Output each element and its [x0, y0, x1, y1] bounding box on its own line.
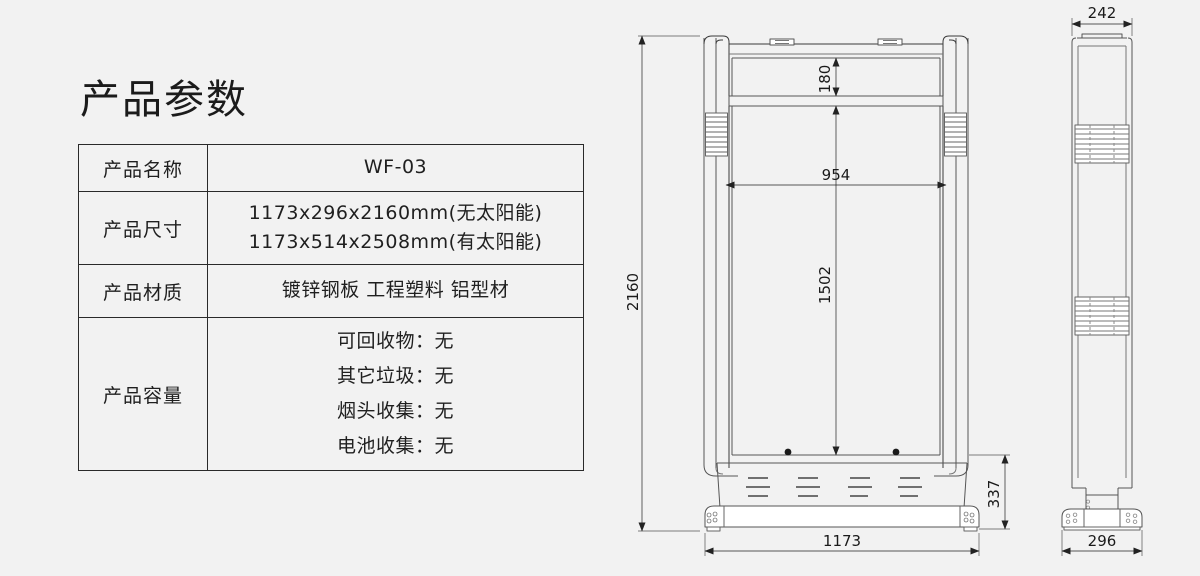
drawing-svg: 2160 1173 954 180 1502 337 242 296 [624, 4, 1143, 556]
front-right-post [934, 35, 969, 477]
spec-value-line: 电池收集：无 [336, 435, 454, 458]
spec-value-line: 1173x514x2508mm(有太阳能) [248, 231, 543, 253]
right-post-vent-icon [944, 112, 967, 157]
page-title: 产品参数 [80, 77, 248, 123]
spec-label-product-size: 产品尺寸 [78, 191, 208, 265]
side-dimension-lines [1061, 18, 1143, 556]
front-dimension-lines [638, 35, 1010, 556]
spec-value-product-capacity: 可回收物：无 其它垃圾：无 烟头收集：无 电池收集：无 [207, 317, 584, 471]
dim-side-base-width: 296 [1088, 532, 1117, 550]
technical-drawing: 2160 1173 954 180 1502 337 242 296 [620, 0, 1200, 576]
table-row: 产品尺寸 1173x296x2160mm(无太阳能) 1173x514x2508… [78, 191, 584, 265]
front-left-post [703, 35, 738, 477]
spec-label-product-name: 产品名称 [78, 144, 208, 192]
dim-top-band-height: 180 [816, 65, 834, 94]
top-bracket-right-icon [877, 38, 903, 46]
fastener-dot-left-icon [784, 448, 792, 456]
spec-table: 产品名称 WF-03 产品尺寸 1173x296x2160mm(无太阳能) 11… [78, 144, 584, 471]
left-post-vent-icon [705, 112, 728, 157]
side-vent-louvers-icon [1074, 124, 1130, 164]
spec-value-line: 烟头收集：无 [336, 400, 454, 422]
table-row: 产品名称 WF-03 [78, 144, 584, 192]
spec-value-product-name: WF-03 [207, 144, 584, 192]
side-vent-louvers-lower-icon [1074, 296, 1130, 336]
fastener-dot-right-icon [892, 448, 900, 456]
spec-value-product-size: 1173x296x2160mm(无太阳能) 1173x514x2508mm(有太… [207, 191, 584, 265]
dim-side-top-width: 242 [1088, 4, 1117, 22]
table-row: 产品材质 镀锌钢板 工程塑料 铝型材 [78, 264, 584, 318]
dim-base-height: 337 [985, 480, 1003, 509]
dim-overall-width: 1173 [823, 532, 861, 550]
spec-label-product-material: 产品材质 [78, 264, 208, 318]
dim-panel-width: 954 [822, 166, 851, 184]
spec-value-line: 可回收物：无 [336, 329, 454, 352]
spec-panel: 产品参数 产品名称 WF-03 产品尺寸 1173x296x2160mm(无太阳… [78, 80, 584, 471]
spec-value-line: 镀锌钢板 工程塑料 铝型材 [281, 279, 510, 302]
dim-panel-height: 1502 [816, 266, 834, 304]
top-bracket-left-icon [769, 38, 795, 46]
spec-value-line: 其它垃圾：无 [336, 364, 454, 387]
dim-overall-height: 2160 [624, 273, 642, 311]
front-foot [704, 505, 980, 532]
base-vent-slots-icon [746, 477, 922, 497]
front-top-rail [729, 38, 943, 55]
side-view [1061, 33, 1143, 531]
spec-value-line: 1173x296x2160mm(无太阳能) [248, 201, 543, 224]
spec-value-line: WF-03 [363, 156, 428, 179]
front-view [703, 35, 980, 532]
front-base-box [716, 462, 968, 509]
spec-value-product-material: 镀锌钢板 工程塑料 铝型材 [207, 264, 584, 318]
spec-label-product-capacity: 产品容量 [78, 317, 208, 471]
table-row: 产品容量 可回收物：无 其它垃圾：无 烟头收集：无 电池收集：无 [78, 317, 584, 471]
